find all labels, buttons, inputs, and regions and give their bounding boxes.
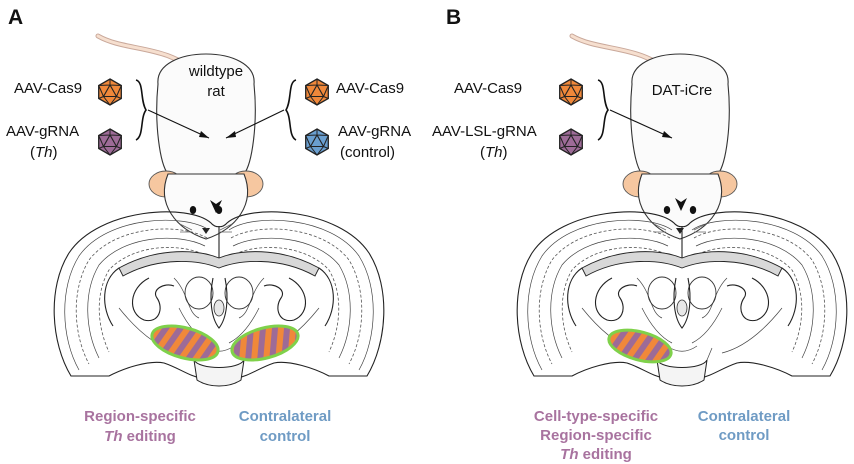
vector-label-cas9-b: AAV-Cas9	[454, 80, 522, 97]
caption-control-b: control	[719, 427, 770, 444]
caption-contralateral-b: Contralateral	[698, 408, 791, 425]
caption-control: control	[260, 428, 311, 445]
caption-cell-type-specific: Cell-type-specific	[534, 408, 658, 425]
th-italic-b: Th	[485, 144, 503, 161]
vector-label-cas9-right: AAV-Cas9	[336, 80, 404, 97]
vector-label-grna-th: AAV-gRNA	[6, 123, 79, 140]
injected-region-b	[607, 328, 673, 364]
vector-label-grna-control: AAV-gRNA	[338, 123, 411, 140]
injected-region-right	[230, 324, 300, 362]
injection-arrow-b	[609, 109, 673, 139]
blue-capsid-icon	[305, 128, 329, 156]
left-brace	[135, 79, 147, 141]
vector-label-grna-th-paren: (Th)	[30, 144, 58, 161]
caption-th-italic: Th	[104, 428, 122, 445]
purple-capsid-icon	[98, 128, 122, 156]
down-arrow-icon	[210, 200, 222, 213]
arrowhead-right	[226, 131, 236, 138]
orange-capsid-icon	[559, 78, 583, 106]
animal-label-line1: wildtype	[188, 63, 243, 80]
panel-a: A wildtype rat AAV-Cas9 AAV-gRNA (Th) AA…	[6, 6, 411, 445]
arrowhead-left	[199, 131, 209, 138]
caption-editing-b: editing	[579, 446, 632, 463]
brace-b	[597, 79, 609, 141]
right-brace	[285, 79, 297, 141]
animal-label-line2: rat	[207, 83, 225, 100]
caption-editing: editing	[123, 428, 176, 445]
brain-section-b	[516, 211, 848, 387]
caption-th-italic-b: Th	[560, 446, 578, 463]
vector-label-lsl-grna: AAV-LSL-gRNA	[432, 123, 537, 140]
caption-region-specific-b: Region-specific	[540, 427, 652, 444]
orange-capsid-icon	[98, 78, 122, 106]
orange-capsid-icon	[305, 78, 329, 106]
panel-b: B DAT-iCre AAV-Cas9 AAV-LSL-gRNA (Th) Ce…	[432, 6, 848, 463]
caption-contralateral: Contralateral	[239, 408, 332, 425]
th-italic: Th	[35, 144, 53, 161]
vector-label-cas9-left: AAV-Cas9	[14, 80, 82, 97]
animal-label: DAT-iCre	[652, 82, 713, 99]
purple-capsid-icon	[559, 128, 583, 156]
down-arrow-icon	[675, 198, 687, 211]
vector-label-th-b: (Th)	[480, 144, 508, 161]
injection-arrow-left	[147, 109, 210, 139]
caption-th-editing: Th editing	[104, 428, 176, 445]
brain-section-a	[53, 211, 385, 387]
caption-region-specific: Region-specific	[84, 408, 196, 425]
caption-th-editing-b: Th editing	[560, 446, 632, 463]
arrowhead-b	[662, 131, 672, 138]
injected-region-left	[150, 324, 220, 362]
injection-arrow-right	[225, 109, 285, 139]
panel-a-letter: A	[8, 6, 23, 29]
panel-b-letter: B	[446, 6, 461, 29]
rat-illustration-b	[572, 36, 737, 239]
vector-label-control: (control)	[340, 144, 395, 161]
